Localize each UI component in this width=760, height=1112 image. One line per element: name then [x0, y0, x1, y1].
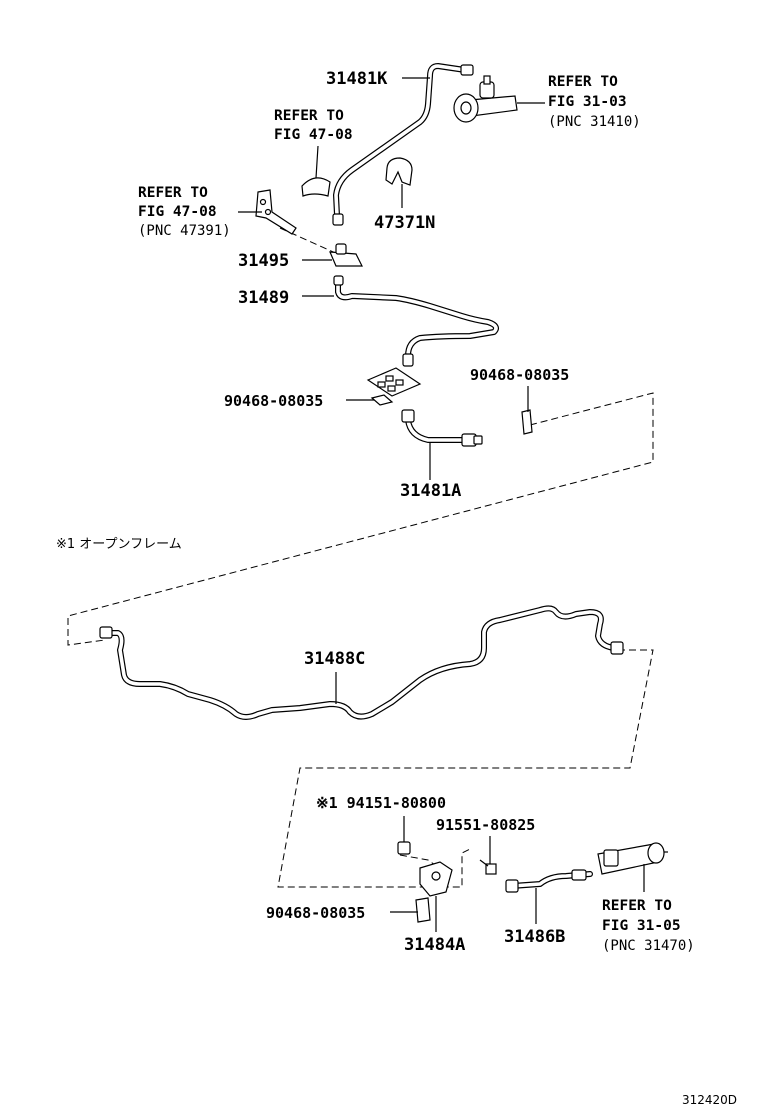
label-31489: 31489 — [238, 288, 289, 308]
label-90468-08035-b: 90468-08035 — [470, 366, 569, 384]
clip-90468-c — [415, 897, 431, 923]
frame-dashed-outline-lower — [277, 649, 654, 888]
label-fig-31-05: FIG 31-05 — [602, 918, 681, 934]
label-90468-08035-c: 90468-08035 — [266, 904, 365, 922]
label-fig-47-08-c: FIG 47-08 — [138, 204, 217, 220]
label-fig-47-08-b: FIG 47-08 — [274, 127, 353, 143]
clutch-release-cylinder — [597, 842, 668, 875]
label-31488C: 31488C — [304, 649, 365, 669]
label-31486B: 31486B — [504, 927, 565, 947]
label-47371N: 47371N — [374, 213, 435, 233]
label-refer-to-b: REFER TO — [274, 108, 344, 124]
clip-90468-b — [521, 409, 533, 435]
label-pnc-47391: (PNC 47391) — [138, 223, 231, 239]
grommet-part — [301, 177, 331, 197]
label-31484A: 31484A — [404, 935, 465, 955]
leader-ref-47-08-b — [315, 145, 319, 179]
bracket-47391 — [255, 189, 297, 235]
clutch-master-cylinder — [453, 75, 545, 123]
bolt-91551 — [479, 859, 497, 875]
tube-31481K — [332, 63, 474, 226]
bracket-plate — [366, 367, 422, 397]
nut-94151 — [397, 841, 411, 855]
clip-90468-a — [370, 394, 394, 406]
label-refer-to-d: REFER TO — [602, 898, 672, 914]
label-91551-80825: 91551-80825 — [436, 816, 535, 834]
label-pnc-31470: (PNC 31470) — [602, 938, 695, 954]
bracket-31484A — [419, 861, 453, 897]
label-31481A: 31481A — [400, 481, 461, 501]
hose-31481A — [401, 409, 483, 447]
label-refer-to-a: REFER TO — [548, 74, 618, 90]
frame-dashed-outline — [67, 392, 654, 646]
label-fig-31-03: FIG 31-03 — [548, 94, 627, 110]
label-open-frame-note: ※1 オープンフレーム — [56, 537, 182, 552]
label-31481K: 31481K — [326, 69, 388, 89]
label-94151-80800: ※1 94151-80800 — [316, 794, 446, 812]
tube-31488C — [99, 605, 624, 720]
label-31495: 31495 — [238, 251, 289, 271]
clamp-47371N — [385, 157, 413, 186]
diagram-code: 312420D — [682, 1093, 737, 1107]
label-refer-to-c: REFER TO — [138, 185, 208, 201]
hose-31486B — [505, 869, 593, 893]
union-31495 — [329, 243, 363, 267]
label-pnc-31410: (PNC 31410) — [548, 114, 641, 130]
tube-31489 — [333, 275, 499, 367]
label-90468-08035-a: 90468-08035 — [224, 392, 323, 410]
